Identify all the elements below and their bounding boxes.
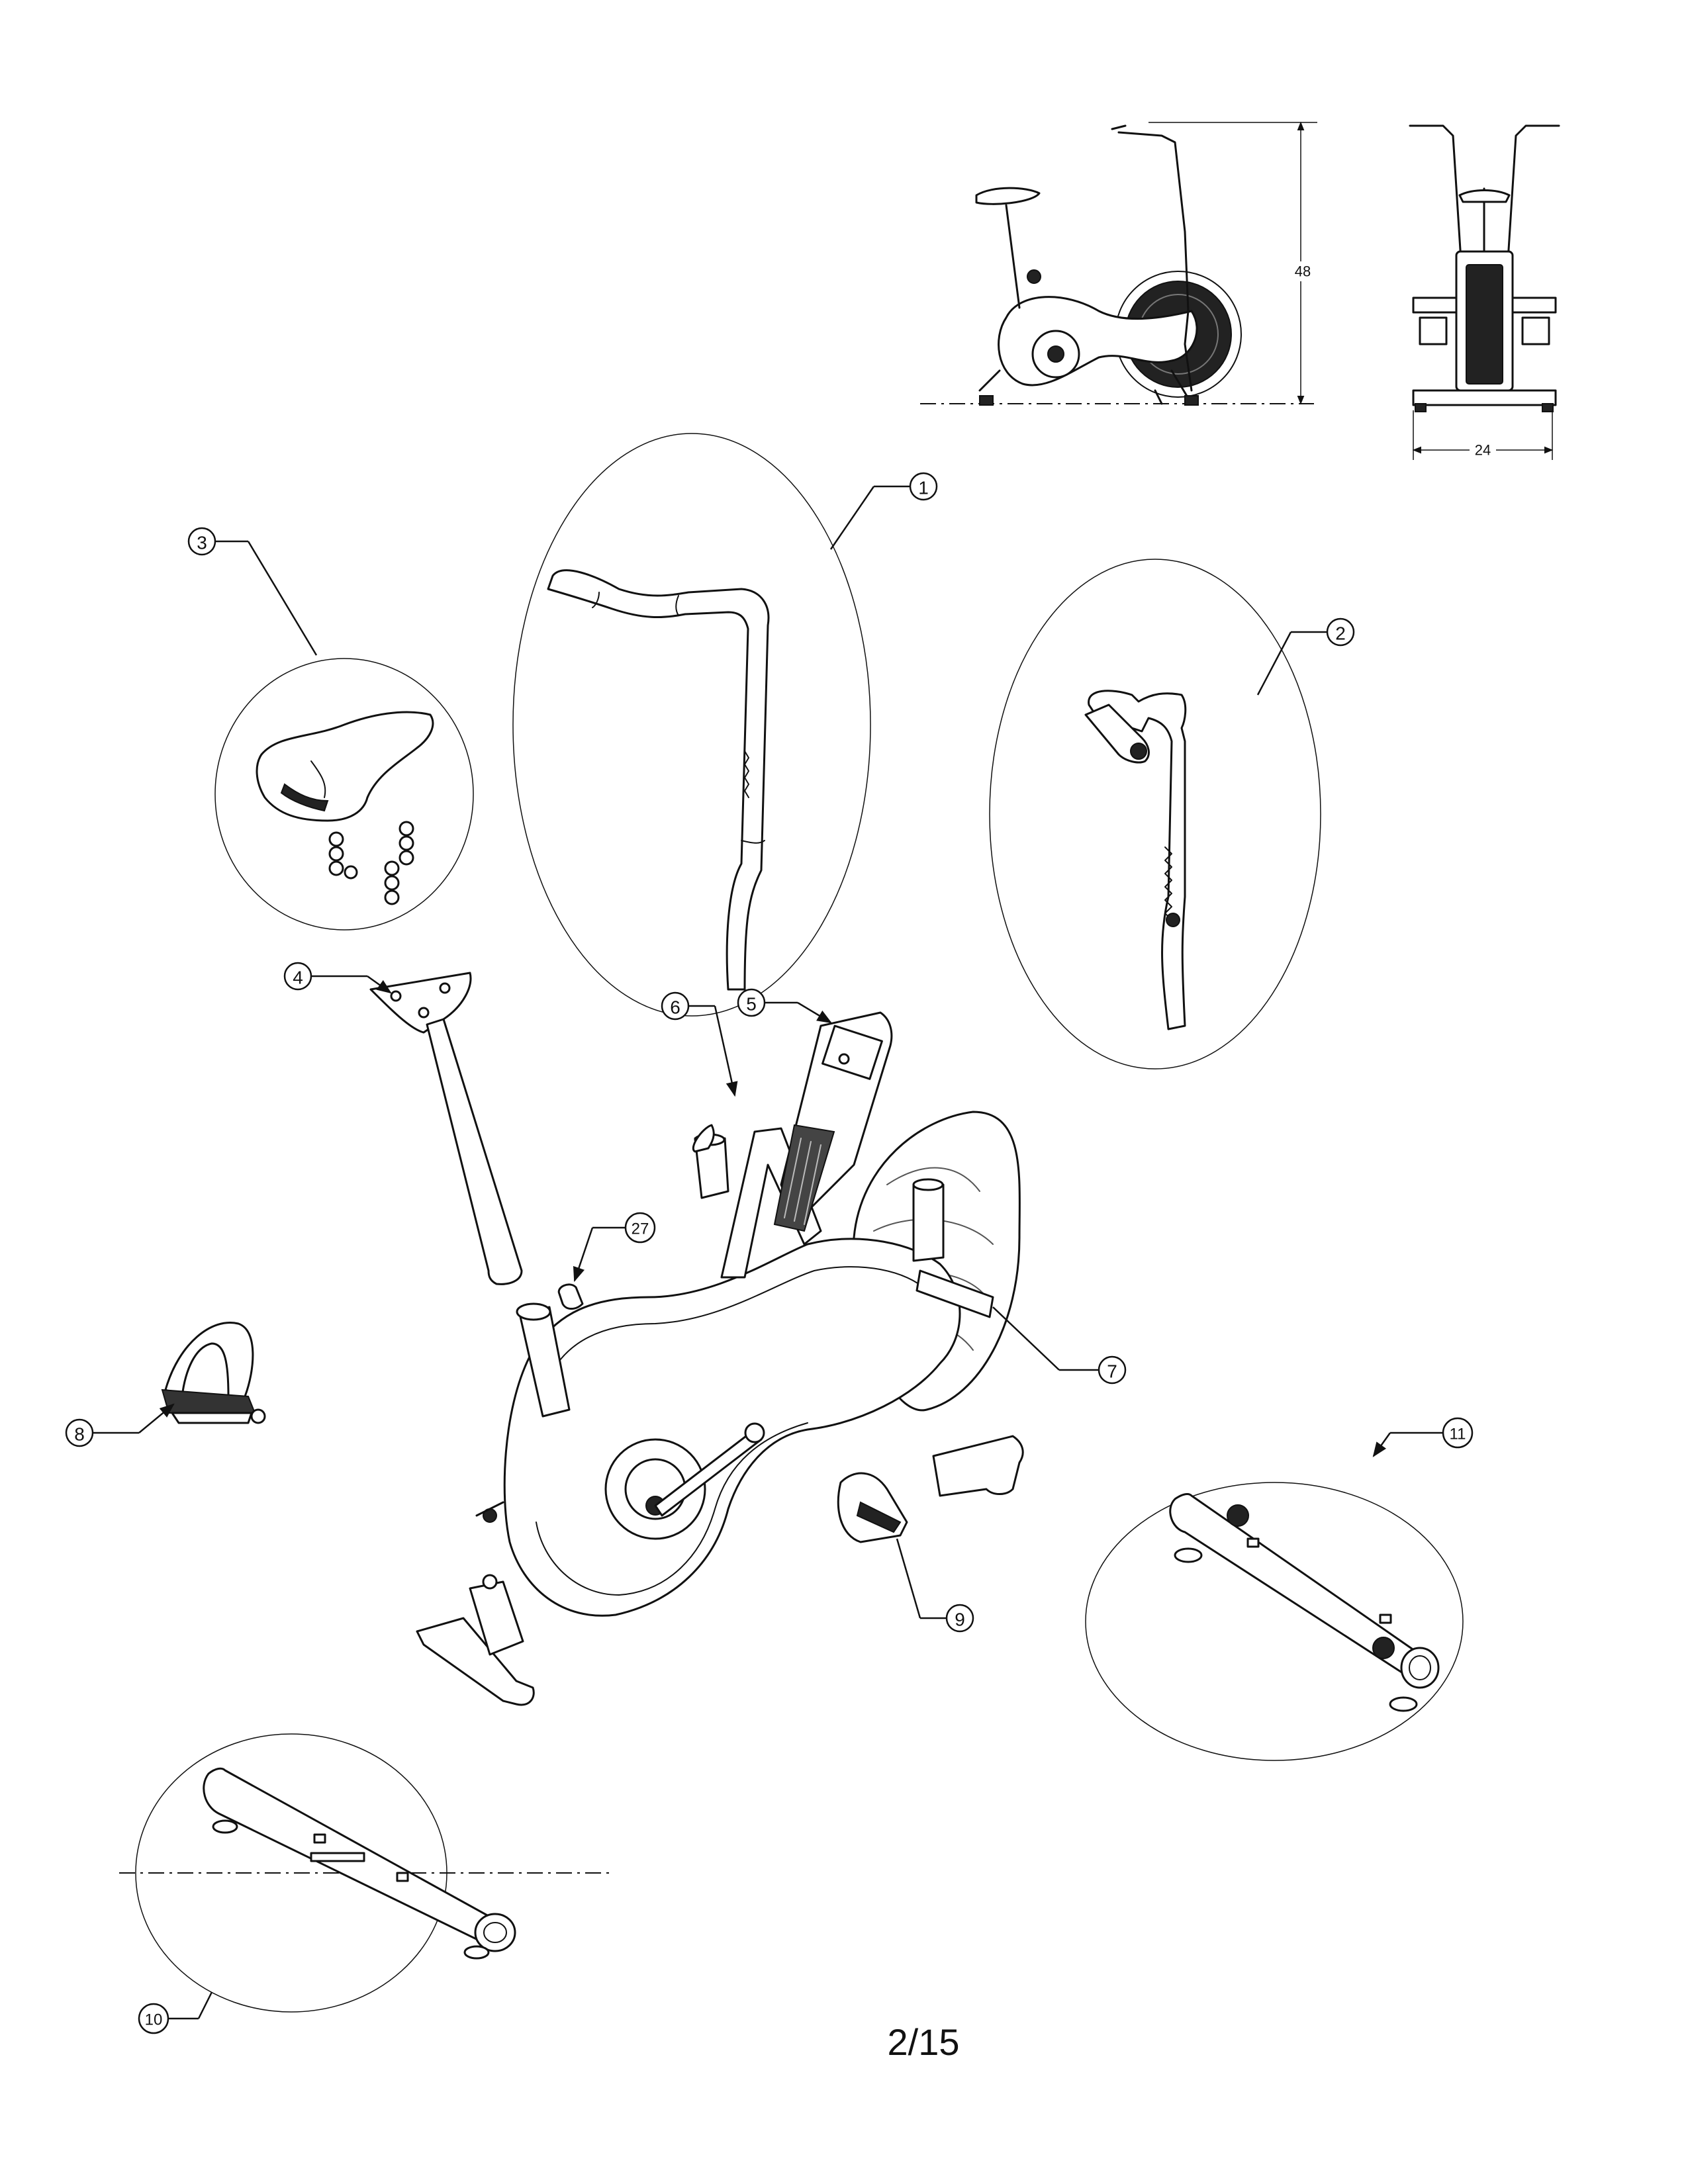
- callout-label: 3: [197, 533, 207, 553]
- callout-7: 7: [1098, 1355, 1127, 1385]
- callout-label: 10: [145, 2011, 163, 2029]
- callout-6: 6: [661, 991, 690, 1021]
- callout-1: 1: [909, 472, 938, 501]
- callout-label: 11: [1450, 1426, 1466, 1443]
- part-10-front-stabilizer: [119, 1733, 609, 2020]
- callout-label: 9: [955, 1610, 965, 1630]
- main-assembly-leaders: [573, 1001, 1099, 1619]
- callout-11: 11: [1442, 1417, 1474, 1449]
- part-3-seat-detail: [214, 540, 474, 931]
- front-view-bike: 24: [1409, 124, 1560, 460]
- callout-label: 5: [746, 994, 757, 1015]
- callout-5: 5: [737, 988, 766, 1017]
- page-number: 2/15: [888, 2021, 960, 2063]
- seat-hardware: [328, 821, 414, 905]
- callout-27: 27: [624, 1212, 656, 1244]
- callout-8: 8: [65, 1418, 94, 1447]
- callout-label: 4: [293, 968, 303, 988]
- callout-3: 3: [187, 527, 216, 556]
- callout-4: 4: [283, 962, 312, 991]
- height-dimension-label: 48: [1295, 263, 1311, 280]
- callout-label: 6: [670, 997, 680, 1018]
- callout-label: 2: [1335, 623, 1346, 644]
- callout-label: 8: [74, 1424, 85, 1445]
- part-8-pedal: [93, 1322, 266, 1434]
- callout-10: 10: [138, 2003, 169, 2034]
- callout-2: 2: [1326, 617, 1355, 647]
- callout-9: 9: [945, 1604, 974, 1633]
- width-dimension-label: 24: [1475, 442, 1491, 459]
- part-1-handlebar-detail: [512, 433, 910, 1017]
- callout-label: 7: [1107, 1361, 1117, 1382]
- main-bike-assembly: [416, 1011, 1024, 1706]
- part-2-handlebar-detail: [989, 559, 1327, 1069]
- callout-label: 27: [632, 1220, 649, 1238]
- part-4-seat-post: [311, 972, 523, 1285]
- callout-label: 1: [918, 478, 929, 498]
- side-view-bike: 48: [920, 121, 1317, 406]
- part-11-rear-stabilizer: [1085, 1432, 1464, 1761]
